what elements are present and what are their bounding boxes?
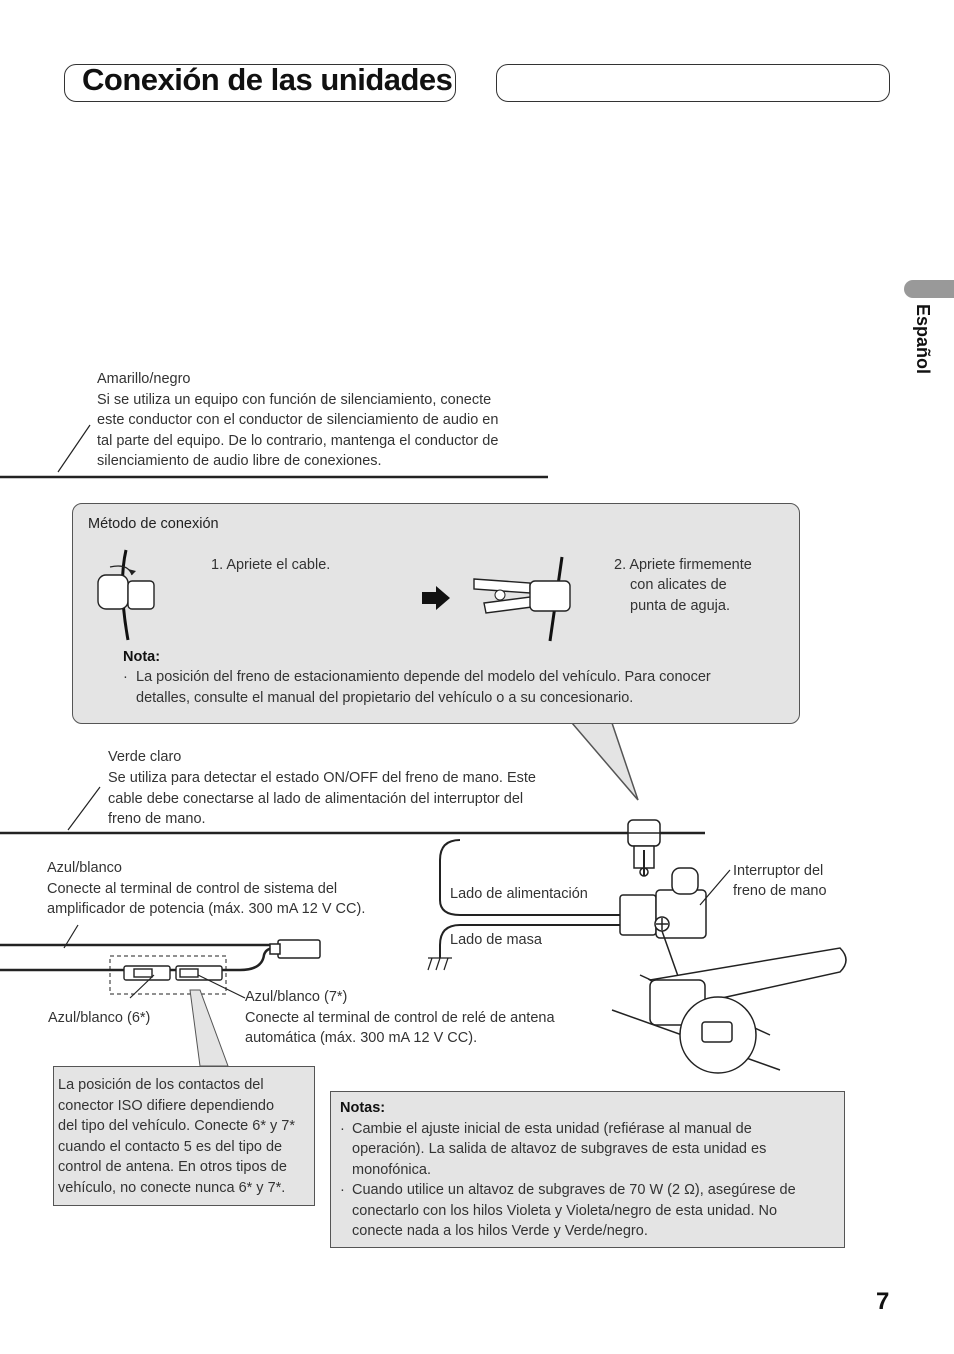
ground-side-wire	[439, 924, 625, 958]
method-step-2-line-3: punta de aguja.	[630, 598, 730, 614]
notes-bullet-2: ·	[340, 1182, 345, 1198]
title-frame	[64, 64, 456, 102]
notes-title: Notas:	[340, 1100, 386, 1116]
iso-note-line-3: del tipo del vehículo. Conecte 6* y 7*	[58, 1118, 295, 1134]
handbrake-switch	[619, 867, 707, 939]
switch-label-2: freno de mano	[733, 883, 827, 899]
method-note-title: Nota:	[123, 649, 161, 665]
iso-connector-7	[175, 965, 223, 981]
language-tab-label: Español	[913, 304, 933, 375]
iso-6-leader	[129, 974, 155, 999]
method-note-bullet: ·	[123, 669, 128, 685]
blue-white-desc-2: amplificador de potencia (máx. 300 mA 12…	[47, 901, 366, 917]
blue-white-7-label: Azul/blanco (7*)	[245, 989, 348, 1005]
notes-item-2-line-2: conectarlo con los hilos Violeta y Viole…	[352, 1203, 778, 1219]
light-green-label: Verde claro	[108, 749, 182, 765]
yellow-black-desc-4: silenciamiento de audio libre de conexio…	[97, 453, 382, 469]
iso-note-pointer	[189, 989, 229, 1067]
ground-side-label: Lado de masa	[450, 932, 542, 948]
method-step-2-line-1: 2. Apriete firmemente	[614, 557, 752, 573]
handbrake-lever-icon	[611, 947, 847, 1074]
notes-bullet-1: ·	[340, 1121, 345, 1137]
light-green-desc-1: Se utiliza para detectar el estado ON/OF…	[108, 770, 536, 786]
yellow-black-desc-1: Si se utiliza un equipo con función de s…	[97, 392, 492, 408]
blue-white-terminal	[269, 939, 321, 959]
iso-note-line-4: cuando el contacto 5 es del tipo de	[58, 1139, 283, 1155]
notes-item-1-line-2: operación). La salida de altavoz de subg…	[352, 1141, 767, 1157]
notes-item-1-line-3: monofónica.	[352, 1162, 431, 1178]
power-side-wire	[439, 839, 645, 916]
iso-connector-group	[109, 955, 227, 995]
iso-connector-6	[123, 965, 171, 981]
notes-item-2-line-1: Cuando utilice un altavoz de subgraves d…	[352, 1182, 796, 1198]
light-green-desc-2: cable debe conectarse al lado de aliment…	[108, 791, 524, 807]
light-green-leader	[67, 786, 101, 831]
blue-white-7-desc-1: Conecte al terminal de control de relé d…	[245, 1010, 555, 1026]
notes-box	[330, 1091, 845, 1248]
switch-leader	[699, 869, 731, 906]
method-step-2-line-2: con alicates de	[630, 577, 727, 593]
yellow-black-label: Amarillo/negro	[97, 371, 191, 387]
iso-note-line-6: vehículo, no conecte nunca 6* y 7*.	[58, 1180, 286, 1196]
arrow-right-icon	[422, 586, 450, 610]
blue-white-desc-1: Conecte al terminal de control de sistem…	[47, 881, 338, 897]
switch-label-1: Interruptor del	[733, 863, 824, 879]
pliers-icon	[473, 556, 571, 642]
yellow-black-desc-3: tal parte del equipo. De lo contrario, m…	[97, 433, 499, 449]
notes-item-1-line-1: Cambie el ajuste inicial de esta unidad …	[352, 1121, 752, 1137]
method-note-line-2: detalles, consulte el manual del propiet…	[136, 690, 634, 706]
blue-white-6-label: Azul/blanco (6*)	[48, 1010, 151, 1026]
method-title: Método de conexión	[88, 516, 219, 532]
power-side-label: Lado de alimentación	[450, 886, 588, 902]
yellow-black-leader	[57, 424, 91, 473]
connection-method-box	[72, 503, 800, 724]
blue-white-label: Azul/blanco	[47, 860, 122, 876]
blue-white-7-desc-2: automática (máx. 300 mA 12 V CC).	[245, 1030, 478, 1046]
method-callout-pointer	[570, 722, 639, 801]
light-green-desc-3: freno de mano.	[108, 811, 206, 827]
method-note-line-1: La posición del freno de estacionamiento…	[136, 669, 711, 685]
page-number: 7	[876, 1288, 890, 1315]
blue-white-leader	[63, 924, 79, 949]
iso-note-line-2: conector ISO difiere dependiendo	[58, 1098, 275, 1114]
page-title: Conexión de las unidades	[82, 62, 453, 97]
iso-note-box	[53, 1066, 315, 1206]
iso-note-line-5: control de antena. En otros tipos de	[58, 1159, 287, 1175]
iso-note-line-1: La posición de los contactos del	[58, 1077, 264, 1093]
method-step-1: 1. Apriete el cable.	[211, 557, 331, 573]
iso-7-leader	[197, 974, 246, 999]
cable-clamp-icon	[97, 549, 155, 641]
yellow-black-desc-2: este conductor con el conductor de silen…	[97, 412, 499, 428]
ground-symbol	[427, 957, 452, 971]
language-tab-marker	[904, 280, 954, 298]
header-blank-frame	[496, 64, 890, 102]
notes-item-2-line-3: conecte nada a los hilos Verde y Verde/n…	[352, 1223, 648, 1239]
